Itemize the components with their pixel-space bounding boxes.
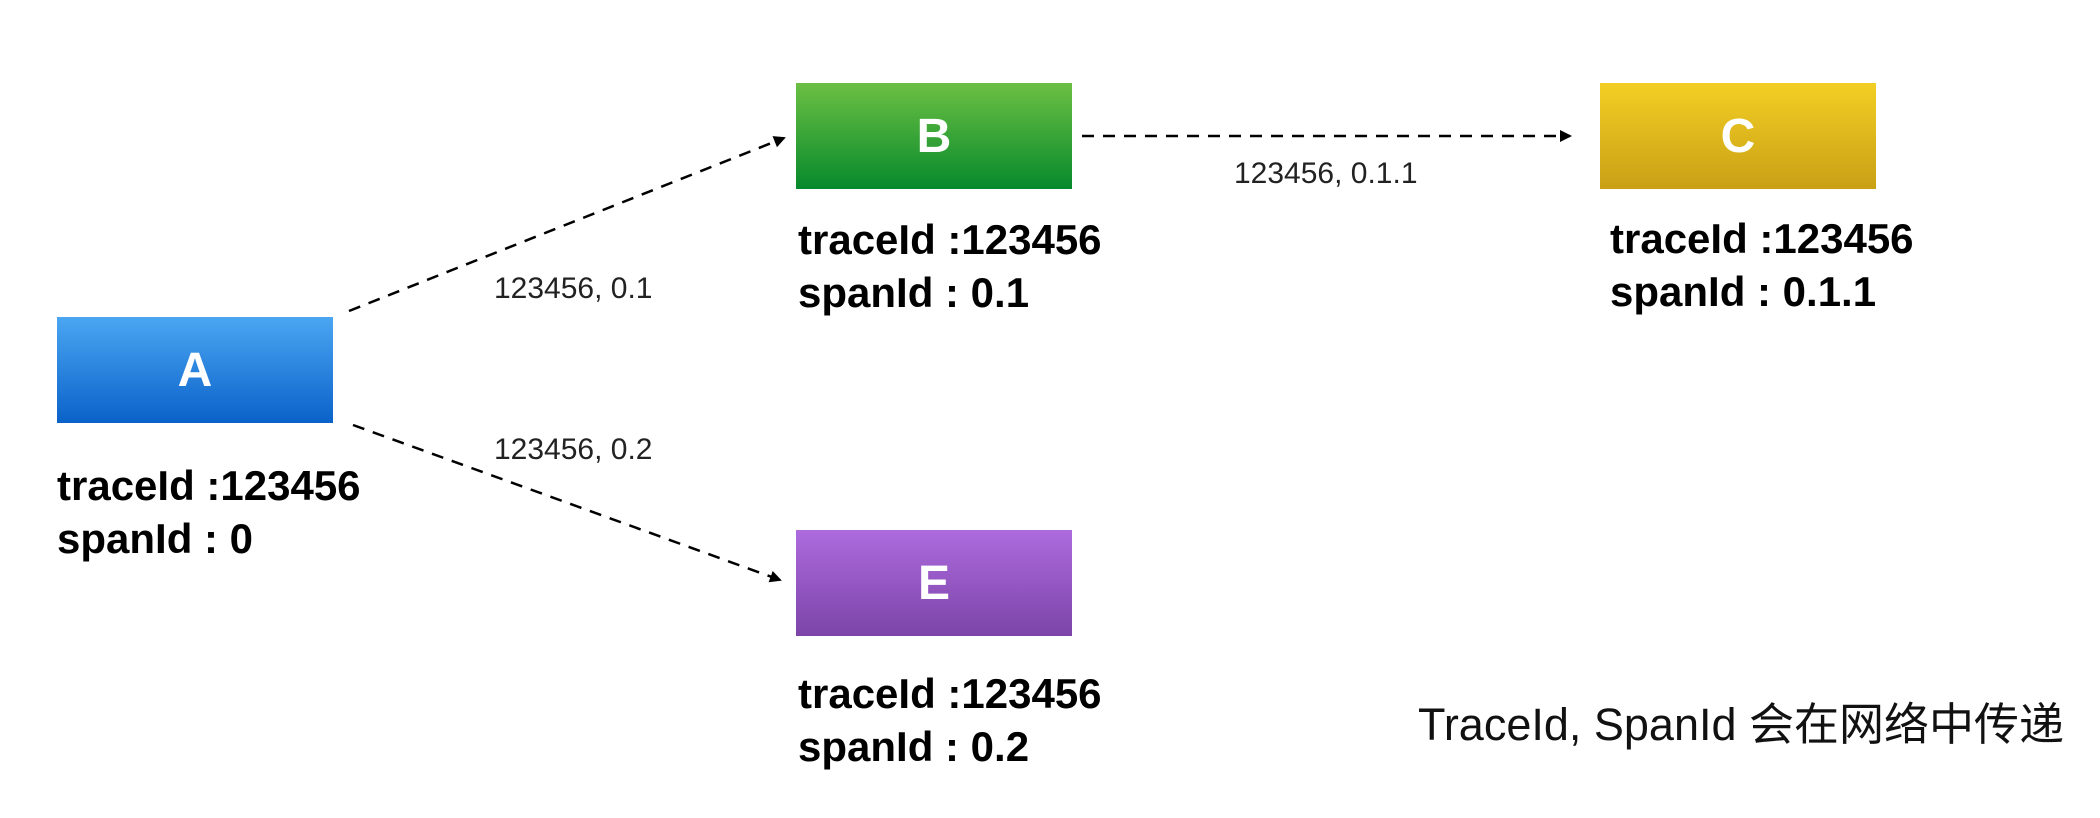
node-a-label: A (177, 343, 213, 397)
node-a-span-id: spanId : 0 (57, 515, 254, 562)
node-a-trace-id: traceId :123456 (57, 462, 361, 509)
node-a: A (57, 317, 333, 423)
node-b-label: B (916, 109, 952, 163)
edge-a-to-e (352, 423, 782, 583)
node-b-trace-id: traceId :123456 (798, 216, 1102, 263)
node-c-label: C (1720, 109, 1756, 163)
node-b: B (796, 83, 1072, 189)
edge-a-to-b-label: 123456, 0.1 (494, 272, 653, 305)
node-a-info: traceId :123456 spanId : 0 (57, 459, 361, 565)
node-e: E (796, 530, 1072, 636)
node-e-info: traceId :123456 spanId : 0.2 (798, 667, 1102, 773)
node-c-span-id: spanId : 0.1.1 (1610, 268, 1877, 315)
node-b-info: traceId :123456 spanId : 0.1 (798, 213, 1102, 319)
node-e-label: E (917, 556, 950, 610)
node-c: C (1600, 83, 1876, 189)
edge-a-to-e-label: 123456, 0.2 (494, 433, 653, 466)
node-e-span-id: spanId : 0.2 (798, 723, 1030, 770)
diagram-caption: TraceId, SpanId 会在网络中传递 (1418, 699, 2065, 750)
node-c-info: traceId :123456 spanId : 0.1.1 (1610, 212, 1914, 318)
node-b-span-id: spanId : 0.1 (798, 269, 1030, 316)
node-c-trace-id: traceId :123456 (1610, 215, 1914, 262)
edge-b-to-c-label: 123456, 0.1.1 (1234, 157, 1418, 190)
node-e-trace-id: traceId :123456 (798, 670, 1102, 717)
edge-a-to-b (348, 136, 786, 313)
